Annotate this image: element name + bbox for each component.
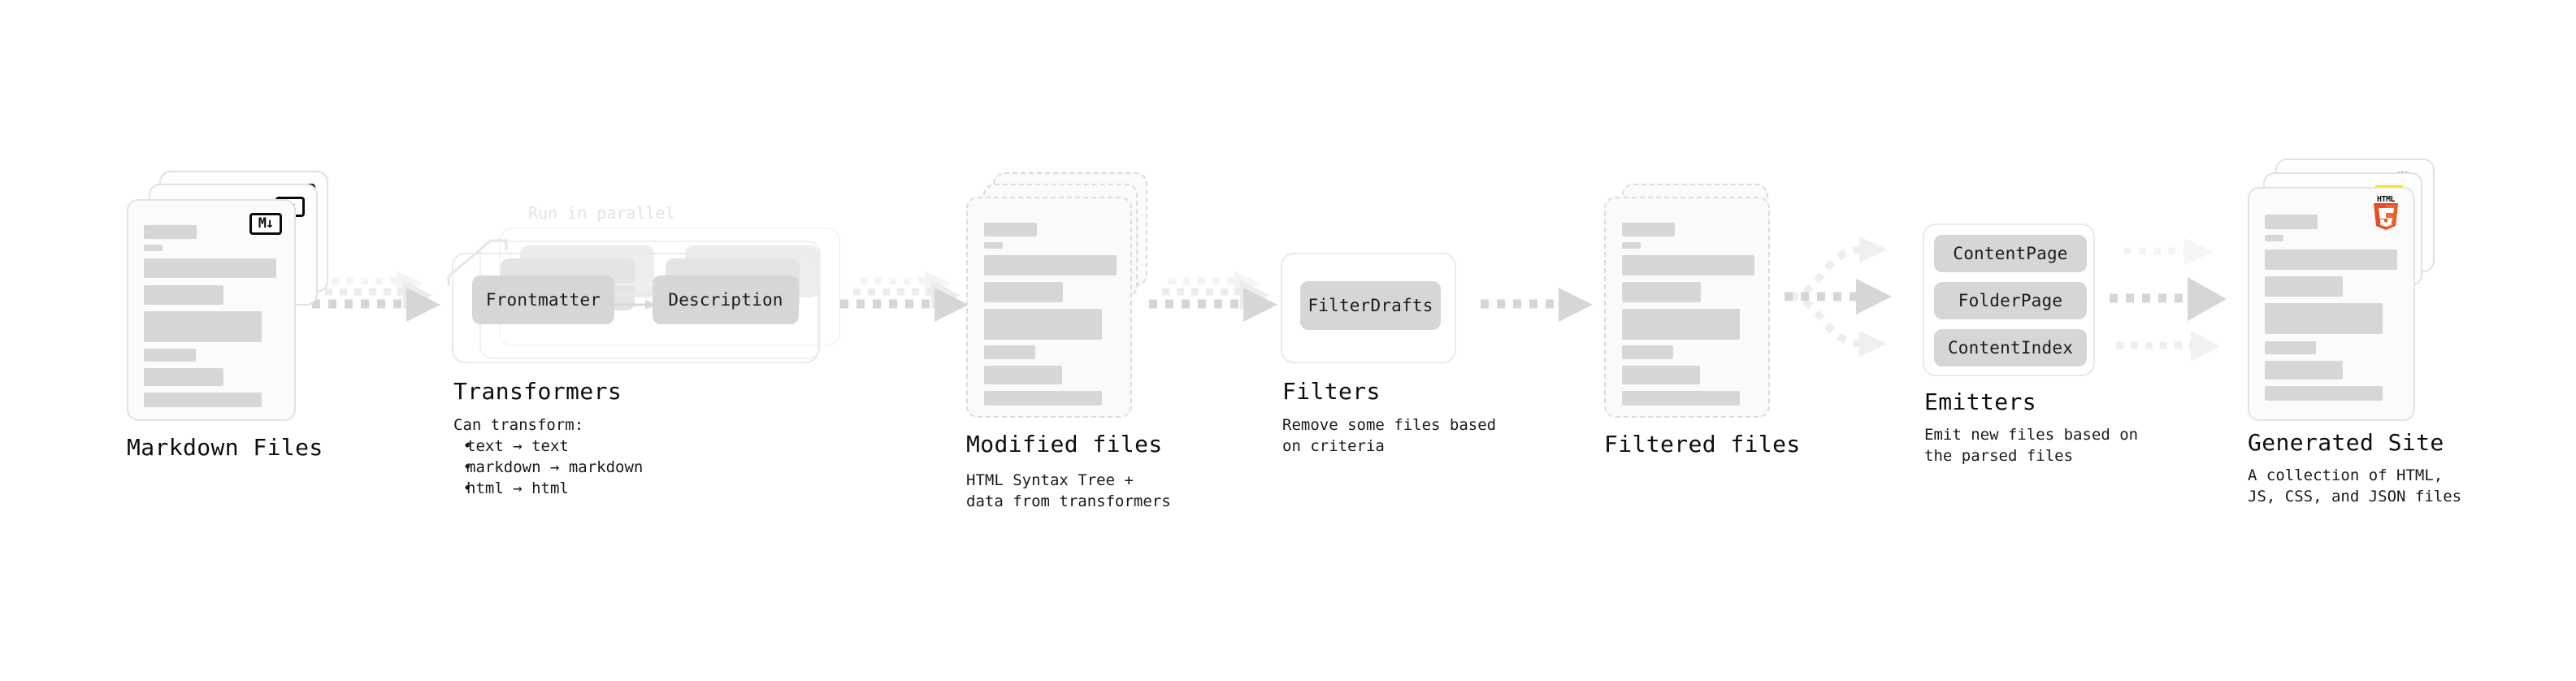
stage-title-generated-site: Generated Site — [2248, 429, 2444, 456]
connector-filtered-to-emitters — [1785, 236, 1892, 357]
skeleton-subtitle — [144, 245, 163, 251]
transformer-inner-arrows — [614, 280, 657, 310]
skeleton-title — [1622, 223, 1675, 236]
connector-emitters-to-site — [2110, 238, 2227, 362]
emitter-chip-contentpage[interactable]: ContentPage — [1934, 235, 2087, 272]
site-card-front: HTML — [2248, 187, 2415, 421]
skeleton-line — [144, 311, 262, 342]
skeleton-subtitle — [1622, 242, 1641, 249]
transformers-bullet-list: •text → text •markdown → markdown •html … — [453, 436, 643, 500]
skeleton-line — [2265, 341, 2316, 354]
emitter-chip-contentindex[interactable]: ContentIndex — [1934, 329, 2087, 367]
connector-modified-to-filters — [1149, 271, 1277, 322]
transformers-box: Frontmatter Description — [452, 253, 819, 363]
stage-title-transformers: Transformers — [453, 378, 622, 405]
stage-title-filtered-files: Filtered files — [1604, 431, 1801, 458]
skeleton-line — [144, 285, 223, 305]
stage-desc-emitters: Emit new files based on the parsed files — [1924, 426, 2139, 466]
emitters-box: ContentPage FolderPage ContentIndex — [1923, 223, 2095, 376]
transformer-chip-frontmatter[interactable]: Frontmatter — [472, 275, 614, 324]
stage-desc-filters: Remove some files based on criteria — [1282, 416, 1497, 456]
run-in-parallel-note: Run in parallel — [528, 203, 675, 223]
skeleton-line — [1622, 391, 1740, 406]
skeleton-line — [2265, 303, 2383, 334]
skeleton-line — [144, 368, 223, 386]
skeleton-title — [144, 225, 197, 239]
modified-card-front — [966, 197, 1132, 418]
skeleton-subtitle — [2265, 235, 2283, 241]
skeleton-line — [1622, 345, 1673, 359]
skeleton-line — [1622, 309, 1740, 340]
skeleton-line — [984, 345, 1035, 359]
emitter-chip-folderpage[interactable]: FolderPage — [1934, 282, 2087, 319]
stage-desc-generated-site: A collection of HTML, JS, CSS, and JSON … — [2248, 466, 2462, 506]
stage-desc-transformers: Can transform: — [453, 416, 584, 434]
bullet-icon: • — [453, 479, 472, 498]
skeleton-line — [144, 349, 196, 362]
list-item: •html → html — [453, 478, 643, 499]
skeleton-title — [984, 223, 1037, 236]
connector-filters-to-filtered — [1481, 288, 1593, 322]
connector-transformers-to-modified — [840, 271, 969, 322]
list-item: •text → text — [453, 436, 643, 457]
filters-box: FilterDrafts — [1281, 253, 1456, 363]
skeleton-line — [984, 391, 1102, 406]
skeleton-line — [2265, 361, 2343, 380]
stage-desc-modified-files: HTML Syntax Tree + data from transformer… — [966, 471, 1171, 511]
html5-icon: HTML — [2371, 195, 2400, 231]
markdown-icon: M↓ — [249, 213, 282, 235]
skeleton-line — [984, 255, 1117, 275]
skeleton-line — [2265, 249, 2397, 270]
skeleton-line — [144, 393, 262, 407]
skeleton-line — [1622, 366, 1700, 384]
skeleton-line — [2265, 276, 2343, 297]
connector-md-to-transformers — [312, 271, 440, 322]
skeleton-line — [984, 366, 1062, 384]
skeleton-line — [1622, 282, 1701, 302]
skeleton-line — [1622, 255, 1754, 275]
stage-title-emitters: Emitters — [1924, 388, 2037, 415]
transformer-chip-description[interactable]: Description — [653, 275, 799, 324]
skeleton-line — [984, 282, 1063, 302]
skeleton-title — [2265, 215, 2318, 229]
html5-icon-label: HTML — [2376, 195, 2396, 204]
skeleton-line — [144, 258, 276, 278]
stage-title-filters: Filters — [1282, 378, 1381, 405]
bullet-icon: • — [453, 437, 472, 455]
filter-chip-filterdrafts[interactable]: FilterDrafts — [1300, 281, 1441, 330]
stage-title-markdown-files: Markdown Files — [127, 434, 323, 461]
stage-title-modified-files: Modified files — [966, 431, 1163, 458]
list-item: •markdown → markdown — [453, 457, 643, 478]
run-in-parallel-bracket — [447, 239, 508, 286]
bullet-icon: • — [453, 458, 472, 477]
filtered-card-front — [1604, 197, 1770, 418]
markdown-card-front: M↓ — [127, 199, 296, 421]
skeleton-line — [2265, 386, 2383, 401]
skeleton-subtitle — [984, 242, 1003, 249]
skeleton-line — [984, 309, 1102, 340]
